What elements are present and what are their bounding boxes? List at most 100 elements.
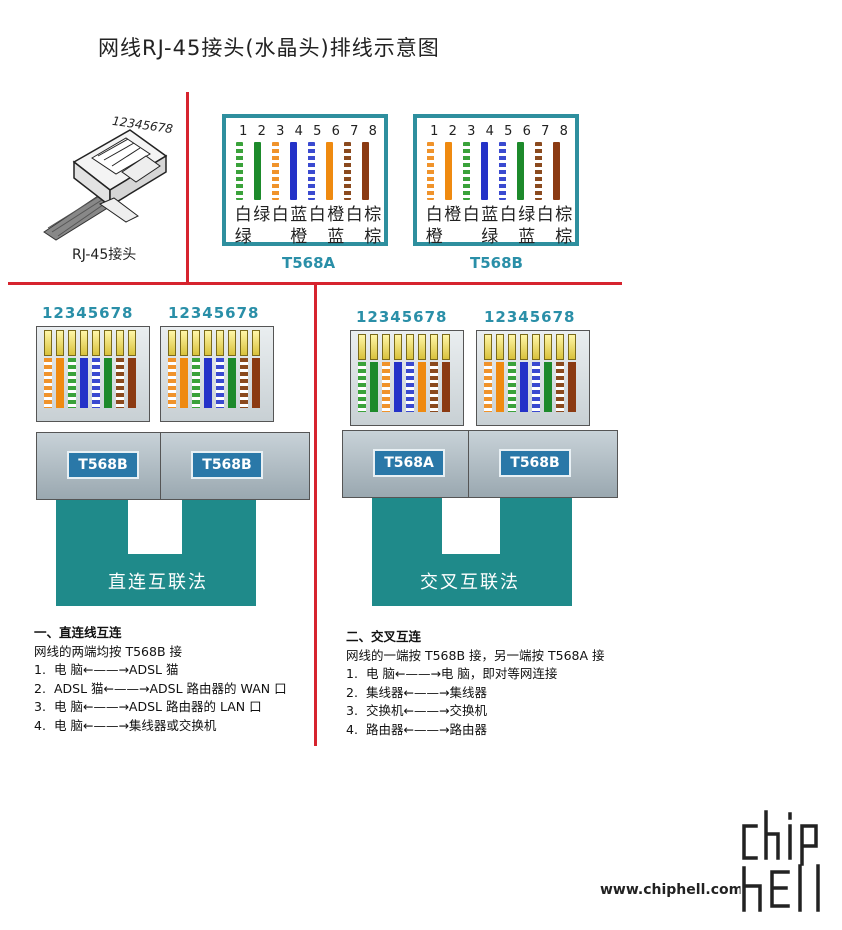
wire-brown [442,362,450,412]
cross-heading: 二、交叉互连 [346,629,422,644]
pin-number: 5 [504,124,513,139]
color-char [536,222,555,247]
color-char: 棕 [364,227,382,247]
pin-number: 4 [294,124,303,139]
page-title: 网线RJ-45接头(水晶头)排线示意图 [98,36,440,60]
wire-white-green [508,362,516,412]
color-char [345,222,364,247]
jack-wires [484,362,576,412]
wire-orange [326,142,333,200]
t568b-color-row1: 白 橙 白 蓝 白 绿 白 棕 [425,200,573,225]
t568b-color-row2: 橙 绿 蓝 棕 [425,222,573,247]
item-text: 集线器←——→集线器 [366,684,487,700]
gold-pin [92,330,100,356]
wire-orange [496,362,504,412]
pin-number: 3 [467,124,476,139]
wire-green [104,358,112,408]
gold-pin [394,334,402,360]
pin-number: 7 [350,124,359,139]
straight-right-jack [160,326,274,422]
item-text: 电 脑←——→电 脑，即对等网连接 [366,666,558,681]
color-char: 白 [425,205,443,225]
wire-white-green [463,142,470,200]
color-char: 棕 [555,227,573,247]
gold-pin [128,330,136,356]
gold-pin [508,334,516,360]
wire-orange [180,358,188,408]
gold-pin [358,334,366,360]
wire-brown [128,358,136,408]
straight-subheading: 网线的两端均按 T568B 接 [34,643,183,659]
wire-white-green [358,362,366,412]
list-item: 3.电 脑←——→ADSL 路由器的 LAN 口 [34,698,287,717]
straight-heading: 一、直连线互连 [34,625,122,640]
color-char: 棕 [555,205,573,225]
item-text: 电 脑←——→ADSL 猫 [54,662,179,677]
straight-left-pin-numbers: 12345678 [42,304,134,322]
gold-pin [168,330,176,356]
gold-pin [68,330,76,356]
wire-white-green [192,358,200,408]
color-char [308,222,327,247]
wire-green [228,358,236,408]
wire-white-blue [308,142,315,200]
color-char: 蓝 [481,205,499,225]
pin-number: 3 [276,124,285,139]
wire-white-orange [427,142,434,200]
wire-brown [568,362,576,412]
color-char: 蓝 [518,227,536,247]
t568b-wires [427,142,560,200]
wire-white-brown [430,362,438,412]
pin-number: 7 [541,124,550,139]
color-char [444,222,463,247]
straight-cable-label: 直连互联法 [108,572,208,593]
list-item: 3.交换机←——→交换机 [346,702,605,721]
jack-pins [44,330,136,356]
cross-cable-label: 交叉互联法 [420,572,520,593]
pin-number: 6 [331,124,340,139]
pin-number: 5 [313,124,322,139]
item-text: ADSL 猫←——→ADSL 路由器的 WAN 口 [54,680,287,696]
gold-pin [544,334,552,360]
jack-pins [358,334,450,360]
wire-brown [553,142,560,200]
straight-right-std-label: T568B [191,451,263,479]
straight-right-boot: T568B [160,432,310,500]
item-text: 路由器←——→路由器 [366,721,487,737]
divider-horizontal [8,282,622,285]
gold-pin [442,334,450,360]
wire-brown [362,142,369,200]
pin-number: 1 [430,124,439,139]
wire-white-orange [272,142,279,200]
color-char: 橙 [444,205,462,225]
gold-pin [56,330,64,356]
t568b-pin-numbers: 1 2 3 4 5 6 7 8 [425,124,573,139]
wire-blue [290,142,297,200]
list-item: 1.电 脑←——→ADSL 猫 [34,661,287,680]
t568a-pin-numbers: 1 2 3 4 5 6 7 8 [234,124,382,139]
cross-left-std-label: T568A [373,449,445,477]
gold-pin [240,330,248,356]
item-text: 电 脑←——→ADSL 路由器的 LAN 口 [54,699,262,714]
color-char: 白 [308,205,326,225]
color-char: 白 [345,205,363,225]
divider-vertical-bottom [314,284,317,746]
straight-notes: 一、直连线互连 网线的两端均按 T568B 接 1.电 脑←——→ADSL 猫 … [34,624,287,735]
wire-green [517,142,524,200]
pin-number: 8 [559,124,568,139]
wire-white-brown [116,358,124,408]
gold-pin [180,330,188,356]
t568a-wires [236,142,369,200]
gold-pin [116,330,124,356]
color-char: 白 [271,205,289,225]
gold-pin [216,330,224,356]
gold-pin [228,330,236,356]
gold-pin [382,334,390,360]
gold-pin [80,330,88,356]
color-char: 白 [462,205,480,225]
item-number: 2. [34,680,46,696]
color-char: 橙 [327,205,345,225]
cross-left-pin-numbers: 12345678 [356,308,448,326]
wire-white-brown [344,142,351,200]
wire-orange [418,362,426,412]
